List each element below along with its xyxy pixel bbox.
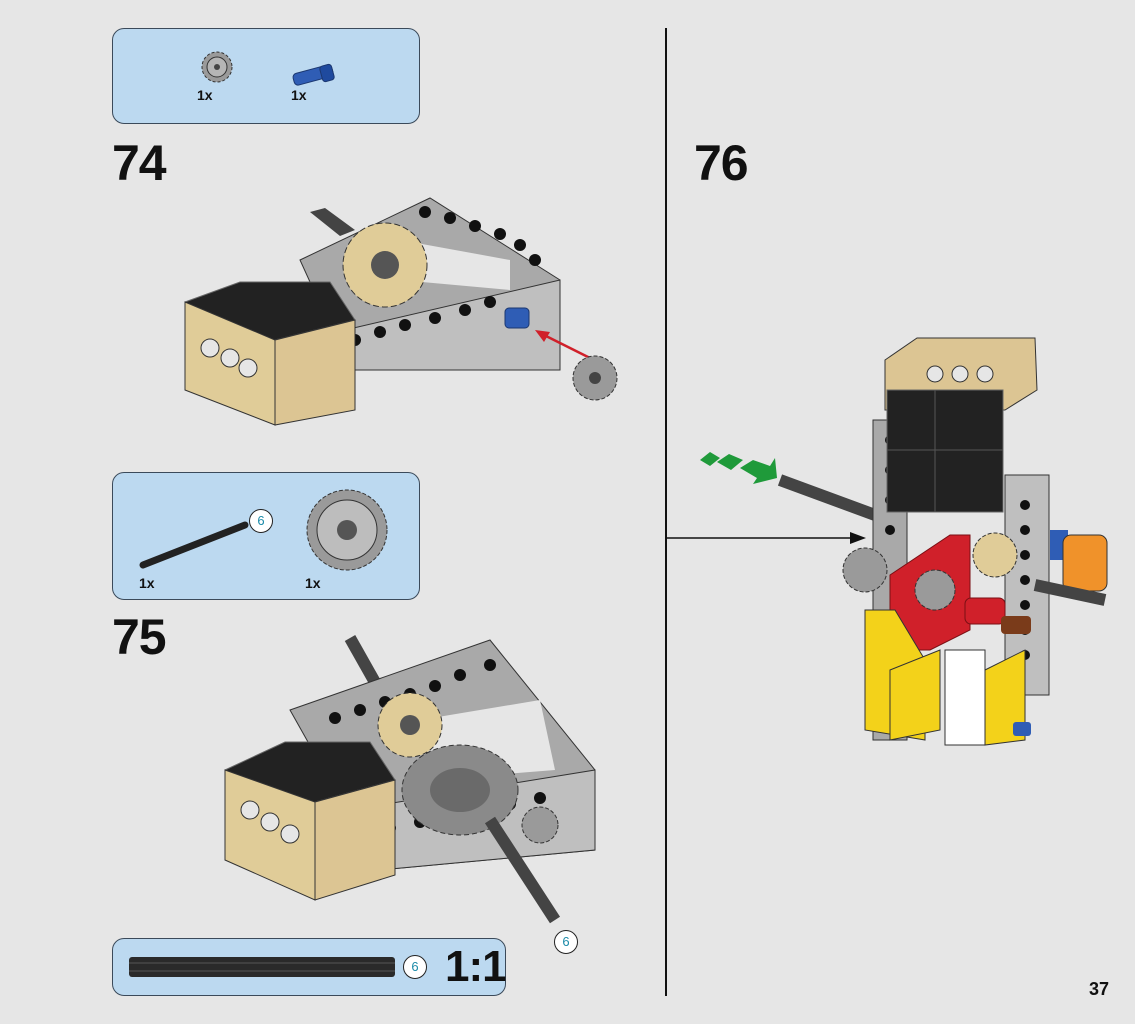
part-qty-gear36: 1x xyxy=(305,575,321,591)
gear-12-tooth-icon xyxy=(201,51,233,83)
part-qty-pin: 1x xyxy=(291,87,307,103)
step-75-assembly-illustration xyxy=(224,635,596,924)
part-qty-gear: 1x xyxy=(197,87,213,103)
axle-6-scale-icon xyxy=(129,957,395,977)
axle-6-icon xyxy=(139,521,249,569)
axle-length-badge: 6 xyxy=(249,509,273,533)
insert-direction-arrow xyxy=(700,452,777,484)
gear-36-tooth-icon xyxy=(306,489,388,571)
parts-callout-74: 1x 1x xyxy=(112,28,420,124)
parts-callout-75: 6 1x 1x xyxy=(112,472,420,600)
blue-axle-pin-icon xyxy=(292,63,335,86)
step-number-75: 75 xyxy=(112,609,167,665)
callout-pointer-arrow xyxy=(666,532,866,544)
step-number-76: 76 xyxy=(694,135,749,191)
scale-ratio: 1:1 xyxy=(445,942,507,991)
page-divider xyxy=(665,28,667,996)
step-number-74: 74 xyxy=(112,135,167,191)
step-74-assembly-illustration xyxy=(184,197,618,426)
scale-bar-callout: 6 1:1 xyxy=(112,938,507,996)
part-qty-axle: 1x xyxy=(139,575,155,591)
page-number: 37 xyxy=(1088,979,1109,999)
scale-length-badge: 6 xyxy=(403,955,427,979)
assembly-axle-length-badge: 6 xyxy=(554,930,578,954)
step-76-assembly-illustration xyxy=(700,337,1108,746)
